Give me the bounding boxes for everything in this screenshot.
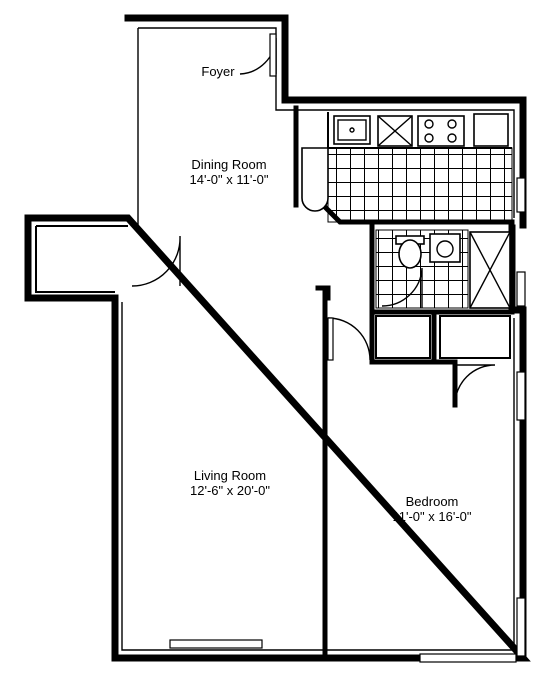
room-size: 12'-6" x 20'-0" bbox=[190, 483, 270, 498]
toilet-bowl bbox=[398, 239, 422, 269]
entry-door-leaf bbox=[269, 33, 277, 77]
room-label-bedroom: Bedroom 11'-0" x 16'-0" bbox=[393, 494, 472, 524]
room-size: 11'-0" x 16'-0" bbox=[392, 509, 472, 524]
room-size: 14'-0" x 11'-0" bbox=[189, 172, 269, 187]
room-name: Living Room bbox=[193, 468, 267, 483]
room-name: Bedroom bbox=[405, 494, 459, 509]
bath-door bbox=[381, 267, 423, 308]
dishwasher-cross bbox=[377, 115, 413, 147]
closet-walls bbox=[369, 309, 458, 408]
room-name: Dining Room bbox=[191, 157, 267, 172]
kitchen-tile-floor bbox=[327, 147, 513, 223]
bath-sink bbox=[429, 233, 461, 263]
kitchen-bath-wall bbox=[314, 196, 515, 225]
bathtub-cross bbox=[469, 231, 511, 309]
room-label-foyer: Foyer bbox=[201, 64, 234, 79]
bedroom-door bbox=[327, 317, 371, 361]
closet-door bbox=[454, 364, 496, 406]
burner-3 bbox=[424, 133, 434, 143]
room-name: Foyer bbox=[201, 64, 235, 79]
kitchen-peninsula bbox=[301, 147, 329, 212]
balcony bbox=[35, 225, 128, 293]
balcony-door bbox=[131, 235, 181, 287]
window-living-bottom bbox=[169, 639, 263, 649]
stub-wall bbox=[315, 285, 331, 301]
closet-right bbox=[439, 315, 511, 359]
kitchen-sink-basin bbox=[337, 119, 367, 141]
refrigerator bbox=[473, 113, 509, 147]
bath-sink-basin bbox=[436, 240, 454, 258]
window-bedroom-1 bbox=[516, 371, 526, 421]
stove bbox=[417, 115, 465, 147]
burner-2 bbox=[447, 119, 457, 129]
kitchen-sink-drain bbox=[349, 127, 355, 133]
room-label-living: Living Room 12'-6" x 20'-0" bbox=[190, 468, 270, 498]
bedroom-door-leaf bbox=[327, 317, 334, 361]
outer-walls bbox=[24, 14, 531, 662]
window-bedroom-bottom bbox=[419, 653, 517, 663]
closet-left bbox=[375, 315, 431, 359]
window-bedroom-2 bbox=[516, 597, 526, 657]
window-bath bbox=[516, 271, 526, 307]
room-label-dining: Dining Room 14'-0" x 11'-0" bbox=[190, 157, 269, 187]
burner-4 bbox=[447, 133, 457, 143]
wall-inner-lines bbox=[121, 27, 515, 651]
burner-1 bbox=[424, 119, 434, 129]
window-kitchen bbox=[516, 177, 526, 213]
